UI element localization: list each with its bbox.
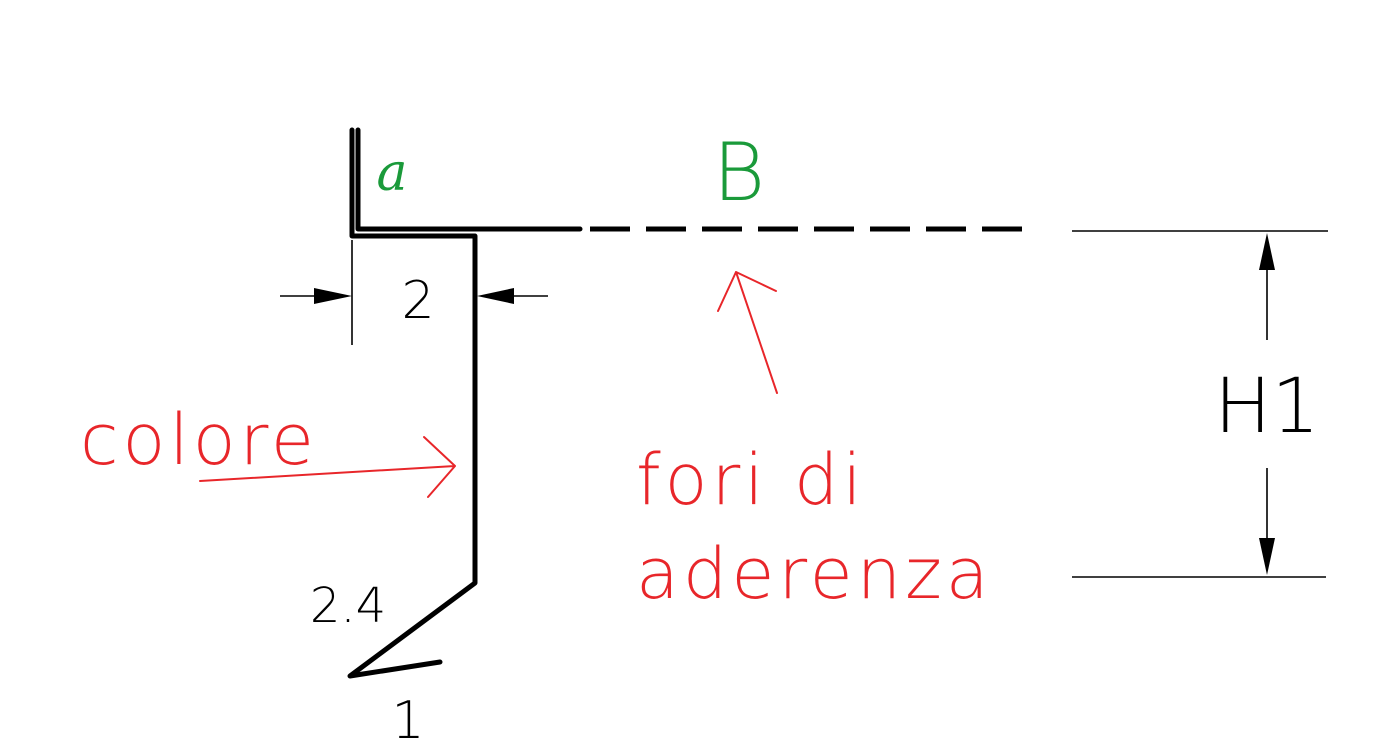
arrowhead-up [1259, 233, 1275, 270]
variable-a-label: a [376, 143, 407, 203]
arrowhead-down [1259, 538, 1275, 575]
dim-h1-label: H1 [1214, 361, 1320, 450]
profile-outline [347, 127, 1026, 679]
colore-arrow [199, 436, 456, 498]
note-colore-label: colore [80, 399, 318, 481]
annotation-fori: fori di aderenza [636, 271, 993, 615]
fori-arrow [717, 271, 778, 394]
variable-b-label: B [713, 126, 765, 219]
arrowhead-left [314, 288, 352, 304]
dim-tip-label: 1 [391, 691, 424, 751]
note-fori-line2: aderenza [636, 533, 993, 615]
dimension-width: 2 [280, 240, 548, 345]
arrowhead-right [477, 288, 514, 304]
dim-lip-label: 2.4 [310, 578, 386, 634]
note-fori-line1: fori di [636, 439, 866, 521]
dim-width-label: 2 [401, 271, 434, 331]
profile-left-flange [347, 127, 478, 679]
dimension-height: H1 [1072, 230, 1328, 578]
annotation-colore: colore [80, 399, 456, 498]
profile-inner-return [355, 127, 583, 232]
